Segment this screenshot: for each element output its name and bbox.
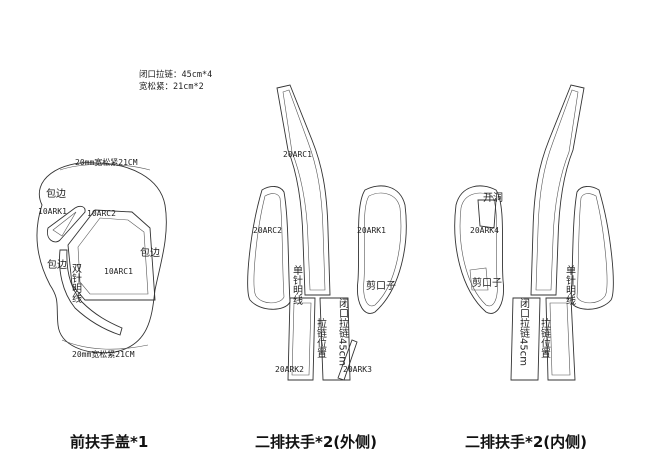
front-cover-outline <box>36 162 167 354</box>
label-opening: 开洞 <box>483 192 503 204</box>
cut-slot-shape <box>469 267 489 291</box>
label-20ark3: 20ARK3 <box>343 365 372 374</box>
label-20ark1: 20ARK1 <box>357 226 386 235</box>
piece-20ark1 <box>357 185 407 314</box>
piece-20ark4 <box>454 185 504 314</box>
front-armrest-cover-group: 20mm宽松紧21CM 包边 10ARK1 10ARC2 包边 包边 10ARC… <box>36 157 167 451</box>
outer-armrest-group: 20ARC1 20ARC2 20ARK1 单针明线 剪口子 拉链位置 闭口拉链4… <box>247 84 407 451</box>
label-zipper-pos-outer: 拉链位置 <box>315 317 327 358</box>
label-zipper-len-outer: 闭口拉链45cm <box>337 297 349 366</box>
label-10arc2: 10ARC2 <box>87 209 116 218</box>
piece-zipper-strip-inner <box>510 297 541 381</box>
label-cut-slot-inner: 剪口子 <box>472 276 502 289</box>
label-single-stitch-inner: 单针明线 <box>564 265 576 305</box>
piece-inner-long-panel <box>530 84 585 296</box>
label-20ark2: 20ARK2 <box>275 365 304 374</box>
label-zipper-len-inner: 闭口拉链45cm <box>518 297 530 366</box>
note-zipper: 闭口拉链：45cm*4 <box>139 69 212 80</box>
label-elastic-bottom: 20mm宽松紧21CM <box>72 349 135 359</box>
label-20arc2: 20ARC2 <box>253 226 282 235</box>
opening-hole <box>477 199 497 229</box>
note-elastic: 宽松紧：21cm*2 <box>139 81 204 92</box>
piece-inner-bottom-strip <box>545 297 576 381</box>
piece-20ark2 <box>287 297 316 381</box>
caption-outer-armrest: 二排扶手*2(外侧) <box>255 433 377 451</box>
piece-10arc2 <box>67 209 156 301</box>
label-single-stitch-outer: 单针明线 <box>291 265 303 305</box>
elastic-band-bottom <box>61 339 149 350</box>
elastic-band-top <box>59 164 151 171</box>
label-elastic-top: 20mm宽松紧21CM <box>75 157 138 167</box>
label-10arc1: 10ARC1 <box>104 267 133 276</box>
label-wrap-1: 包边 <box>46 187 66 200</box>
label-wrap-2: 包边 <box>47 258 67 271</box>
label-cut-slot-outer: 剪口子 <box>366 279 396 292</box>
caption-inner-armrest: 二排扶手*2(内侧) <box>465 433 587 451</box>
label-double-stitch: 双针明线 <box>70 263 82 303</box>
label-wrap-3: 包边 <box>140 246 160 259</box>
piece-zipper-strip-outer <box>319 297 351 381</box>
inner-armrest-group: 开洞 20ARK4 剪口子 单针明线 闭口拉链45cm 拉链位置 二排扶手*2(… <box>454 84 614 451</box>
piece-10ark1 <box>47 205 86 243</box>
label-20arc1: 20ARC1 <box>283 150 312 159</box>
label-10ark1: 10ARK1 <box>38 207 67 216</box>
label-zipper-pos-inner: 拉链位置 <box>539 317 551 358</box>
caption-front-cover: 前扶手盖*1 <box>70 433 148 451</box>
piece-20arc1 <box>276 84 331 296</box>
label-20ark4: 20ARK4 <box>470 226 499 235</box>
piece-20ark3 <box>337 339 358 381</box>
